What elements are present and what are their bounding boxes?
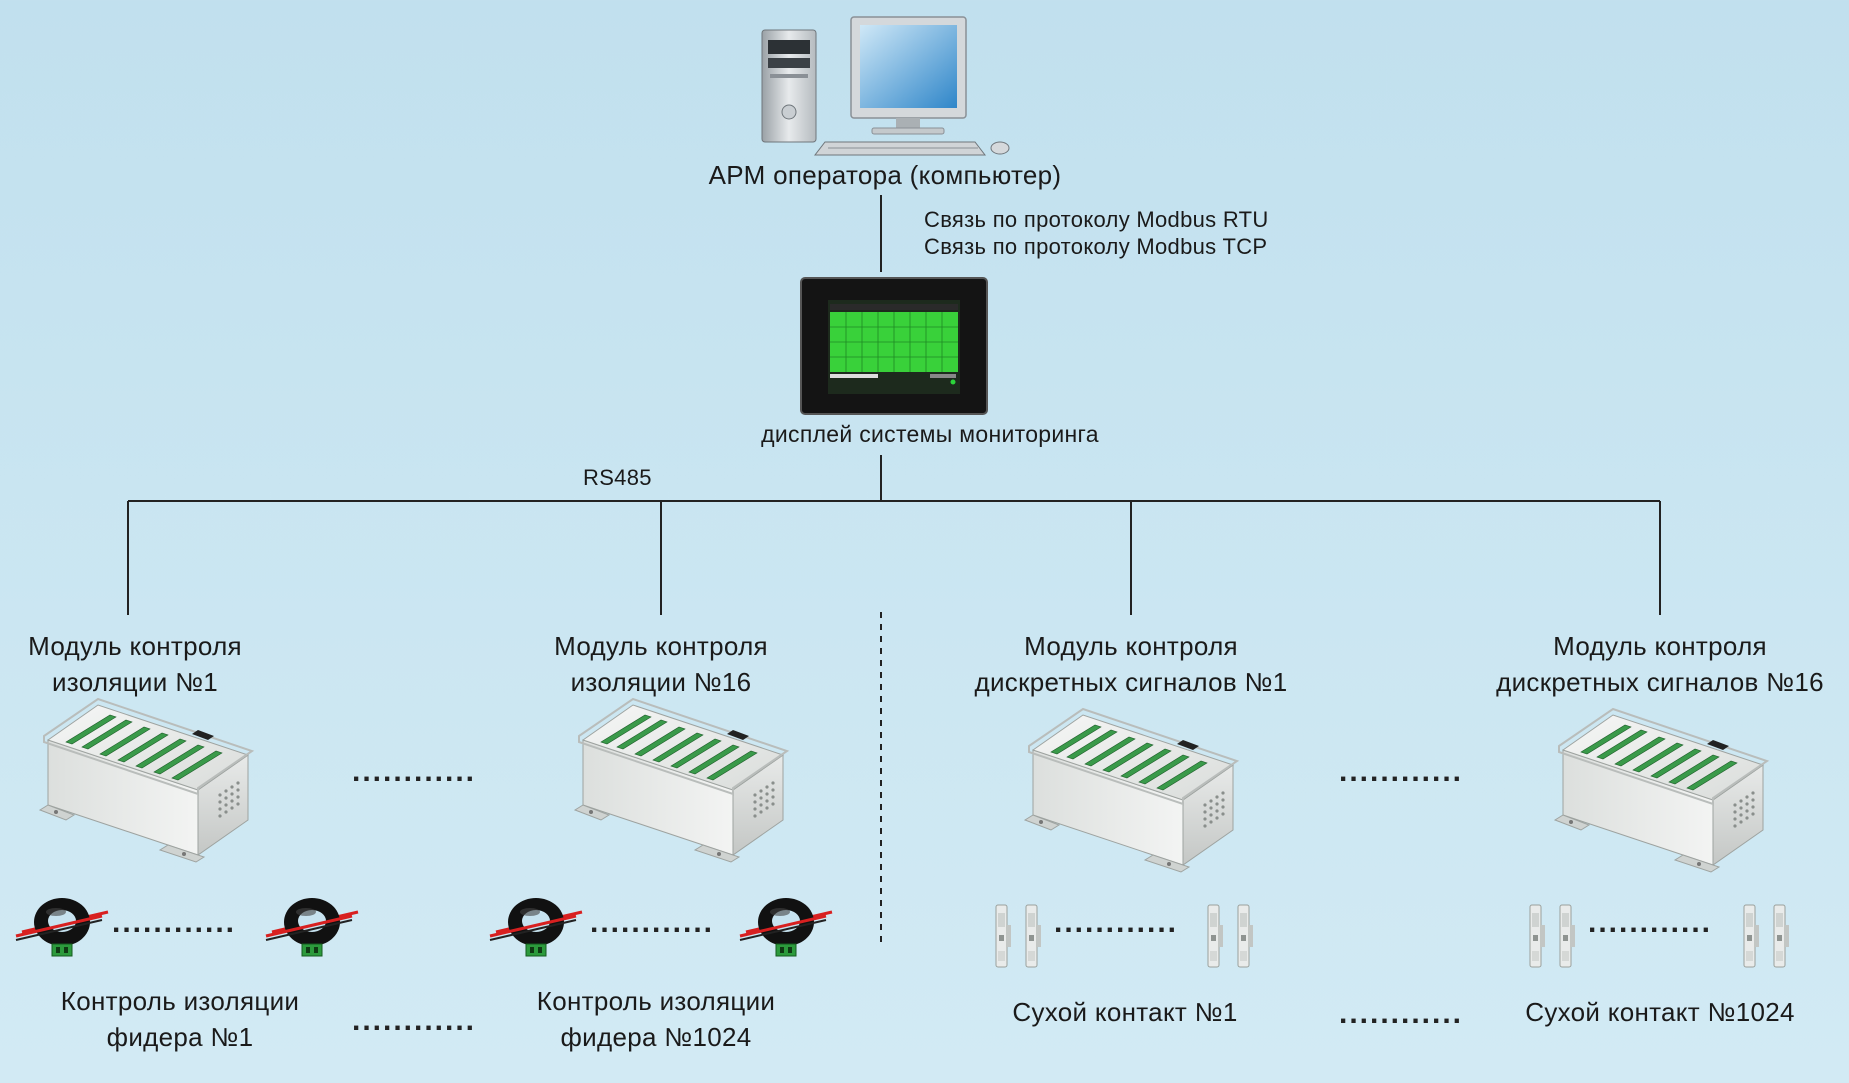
dry-ellipsis-left: ............ xyxy=(1054,906,1179,939)
ct-ellipsis-right: ............ xyxy=(590,906,715,939)
rs485-bus xyxy=(127,455,1661,615)
sensor-label-feeder-1: Контроль изоляции фидера №1 xyxy=(30,983,330,1055)
dry-contact-icon xyxy=(1743,904,1760,968)
module-label-line1: Модуль контроля xyxy=(554,631,768,661)
monitoring-display-label: дисплей системы мониторинга xyxy=(761,421,1099,447)
sensor-label-line2: фидера №1 xyxy=(106,1022,254,1052)
module-ellipsis-right: ............ xyxy=(1339,755,1464,788)
protocol-rtu-label: Связь по протоколу Modbus RTU xyxy=(924,207,1269,232)
touchscreen-display-icon xyxy=(800,277,988,415)
module-label-insulation-1: Модуль контроля изоляции №1 xyxy=(0,628,270,700)
ct-sensor-icon xyxy=(738,896,834,958)
protocol-tcp-label: Связь по протоколу Modbus TCP xyxy=(924,234,1268,259)
insulation-module-16-icon xyxy=(574,698,788,863)
ct-ellipsis-left: ............ xyxy=(112,906,237,939)
operator-pc-label: АРМ оператора (компьютер) xyxy=(708,160,1062,190)
ct-sensor-icon xyxy=(488,896,584,958)
ct-sensor-icon xyxy=(264,896,360,958)
sensor-label-dry-contact-1: Сухой контакт №1 xyxy=(1012,997,1238,1027)
dry-contact-icon xyxy=(1773,904,1790,968)
module-label-discrete-1: Модуль контроля дискретных сигналов №1 xyxy=(941,628,1321,700)
module-label-line2: дискретных сигналов №1 xyxy=(974,667,1288,697)
desktop-computer-icon xyxy=(761,16,1010,156)
dry-contact-icon xyxy=(1237,904,1254,968)
sensor-label-line2: фидера №1024 xyxy=(560,1022,752,1052)
feeder-label-ellipsis: ............ xyxy=(352,1004,477,1037)
discrete-module-16-icon xyxy=(1554,708,1768,873)
module-label-line2: изоляции №16 xyxy=(570,667,752,697)
module-label-line2: дискретных сигналов №16 xyxy=(1496,667,1824,697)
bus-label: RS485 xyxy=(583,465,652,490)
module-label-insulation-16: Модуль контроля изоляции №16 xyxy=(526,628,796,700)
dry-contact-icon xyxy=(1559,904,1576,968)
sensor-label-dry-contact-1024: Сухой контакт №1024 xyxy=(1525,997,1795,1027)
dry-ellipsis-right: ............ xyxy=(1588,906,1713,939)
module-label-line1: Модуль контроля xyxy=(1024,631,1238,661)
module-label-discrete-16: Модуль контроля дискретных сигналов №16 xyxy=(1470,628,1849,700)
module-label-line2: изоляции №1 xyxy=(51,667,219,697)
dry-contact-icon xyxy=(1207,904,1224,968)
dry-contact-icon xyxy=(995,904,1012,968)
module-label-line1: Модуль контроля xyxy=(1553,631,1767,661)
discrete-module-1-icon xyxy=(1024,708,1238,873)
sensor-label-line1: Контроль изоляции xyxy=(60,986,300,1016)
sensor-label-feeder-1024: Контроль изоляции фидера №1024 xyxy=(506,983,806,1055)
module-ellipsis-left: ............ xyxy=(352,755,477,788)
sensor-label-line1: Контроль изоляции xyxy=(536,986,776,1016)
module-label-line1: Модуль контроля xyxy=(28,631,242,661)
insulation-module-1-icon xyxy=(39,698,253,863)
contact-label-ellipsis: ............ xyxy=(1339,997,1464,1030)
dry-contact-icon xyxy=(1529,904,1546,968)
dry-contact-icon xyxy=(1025,904,1042,968)
ct-sensor-icon xyxy=(14,896,110,958)
